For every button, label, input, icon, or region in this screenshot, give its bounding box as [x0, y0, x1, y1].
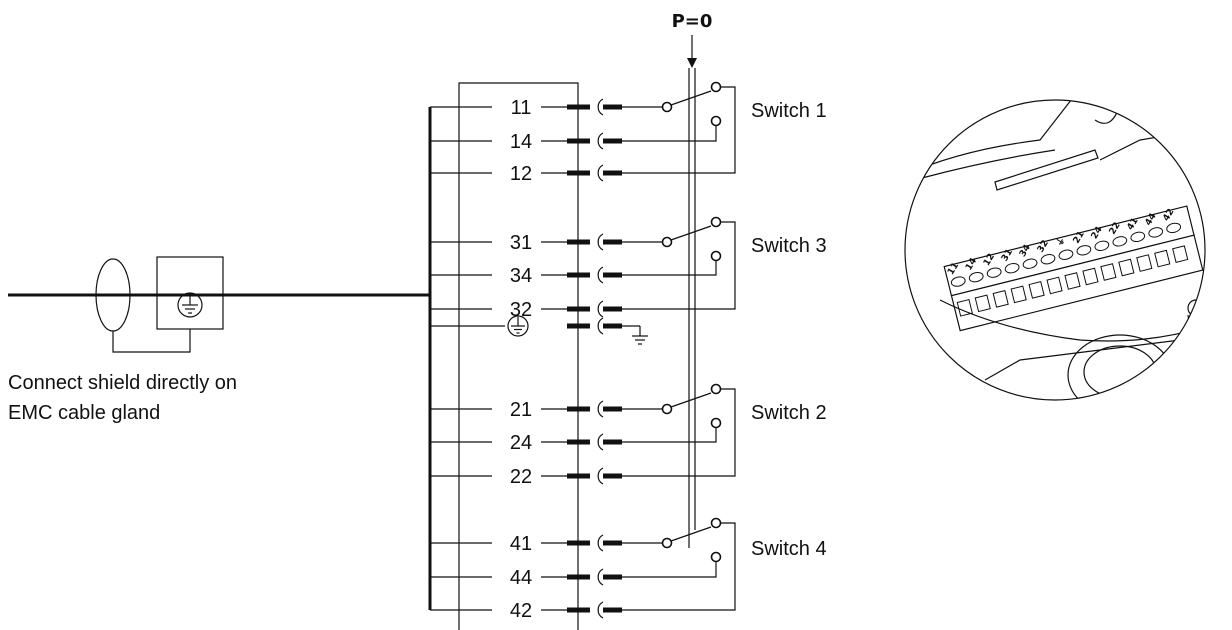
socket-icon	[597, 568, 604, 586]
terminal-row: 14	[430, 131, 622, 153]
screw-icon	[1094, 240, 1110, 251]
switch-1-label: Switch 1	[751, 100, 827, 122]
screw-icon	[986, 267, 1002, 278]
terminal-number: 21	[510, 399, 532, 421]
earth-symbol-icon	[177, 292, 203, 318]
switch-group: 41 44 42	[430, 517, 736, 622]
wire-slot	[1082, 267, 1099, 286]
screw-icon	[1040, 254, 1056, 265]
switch-group: 11 14 12	[430, 81, 736, 185]
switch-group: 31 34 32	[430, 216, 736, 321]
wire-slot	[1028, 281, 1045, 299]
earth-symbol-icon	[507, 315, 529, 337]
wire-slot	[992, 290, 1009, 308]
switch-contact	[622, 216, 736, 310]
socket-icon	[597, 601, 604, 619]
terminal-row: 32	[430, 299, 622, 321]
switch-contact	[622, 81, 736, 174]
socket-icon	[597, 164, 604, 182]
wire-slot	[1172, 245, 1189, 263]
terminal-number: 24	[510, 432, 532, 454]
wire-slot	[974, 294, 991, 313]
screw-icon	[968, 271, 984, 283]
terminal-number: 32	[510, 299, 532, 321]
screw-icon	[1112, 236, 1128, 247]
cable-shield-assembly: Connect shield directly on EMC cable gla…	[8, 256, 430, 424]
switch-group: 21 24 22	[430, 383, 736, 488]
wire-slot	[1064, 272, 1081, 290]
terminal-row: 41	[430, 533, 622, 555]
screw-icon	[950, 276, 966, 287]
screw-icon	[1022, 258, 1038, 269]
screw-icon	[1004, 263, 1020, 274]
terminal-row: 24	[430, 432, 622, 454]
socket-icon	[597, 266, 604, 284]
switch-4-label: Switch 4	[751, 538, 827, 560]
wire-slot	[1100, 263, 1117, 281]
terminal-number: 31	[510, 232, 532, 254]
terminal-row: 31	[430, 232, 622, 254]
screw-icon	[1058, 249, 1074, 260]
wire-slot	[1154, 249, 1171, 268]
ground-terminal-row	[430, 315, 648, 345]
wire-slot	[1136, 254, 1153, 272]
switch-3-label: Switch 3	[751, 235, 827, 257]
terminal-row: 44	[430, 567, 622, 589]
terminal-row: 22	[430, 466, 622, 488]
socket-icon	[597, 300, 604, 318]
shield-drain-wire	[112, 329, 191, 353]
terminal-row: 34	[430, 265, 622, 287]
socket-icon	[597, 98, 604, 116]
terminal-rows: 11 14 12 31 34 32 21 24 22 41 44 42	[430, 81, 736, 622]
screw-icon	[1148, 227, 1164, 238]
terminal-number: 41	[510, 533, 532, 555]
terminal-number: 11	[511, 97, 532, 119]
terminal-number: 34	[510, 265, 532, 287]
socket-icon	[597, 433, 604, 451]
terminal-row: 11	[430, 97, 622, 119]
terminal-number: 12	[510, 163, 532, 185]
terminal-number: 44	[510, 567, 532, 589]
screw-icon	[1166, 222, 1182, 234]
terminal-row: 42	[430, 600, 622, 622]
wire-slot	[1118, 258, 1135, 277]
shield-note-line1: Connect shield directly on	[8, 372, 237, 394]
detail-view-frame	[904, 99, 1206, 401]
terminal-number: 22	[510, 466, 532, 488]
terminal-row: 21	[430, 399, 622, 421]
pressure-label: P=0	[672, 11, 713, 32]
wire-slot	[1010, 285, 1027, 304]
socket-icon	[597, 132, 604, 150]
ground-rake-icon	[632, 326, 648, 345]
switch-contact	[622, 517, 736, 611]
socket-icon	[597, 400, 604, 418]
socket-icon	[597, 534, 604, 552]
socket-icon	[597, 467, 604, 485]
arrow-down-icon	[687, 58, 697, 68]
switch-labels: Switch 1 Switch 3 Switch 2 Switch 4	[751, 100, 827, 560]
connector-housing	[458, 82, 579, 630]
connector-body	[428, 82, 579, 630]
wire-slot	[1046, 276, 1063, 295]
switch-contact	[622, 383, 736, 477]
screw-icon	[1076, 245, 1092, 256]
pressure-actuator: P=0	[672, 11, 713, 548]
terminal-number: 42	[510, 600, 532, 622]
socket-icon	[597, 233, 604, 251]
terminal-number: 14	[510, 131, 532, 153]
terminal-row: 12	[430, 163, 622, 185]
switch-2-label: Switch 2	[751, 402, 827, 424]
screw-icon	[1130, 231, 1146, 243]
shield-note-line2: EMC cable gland	[8, 402, 160, 424]
